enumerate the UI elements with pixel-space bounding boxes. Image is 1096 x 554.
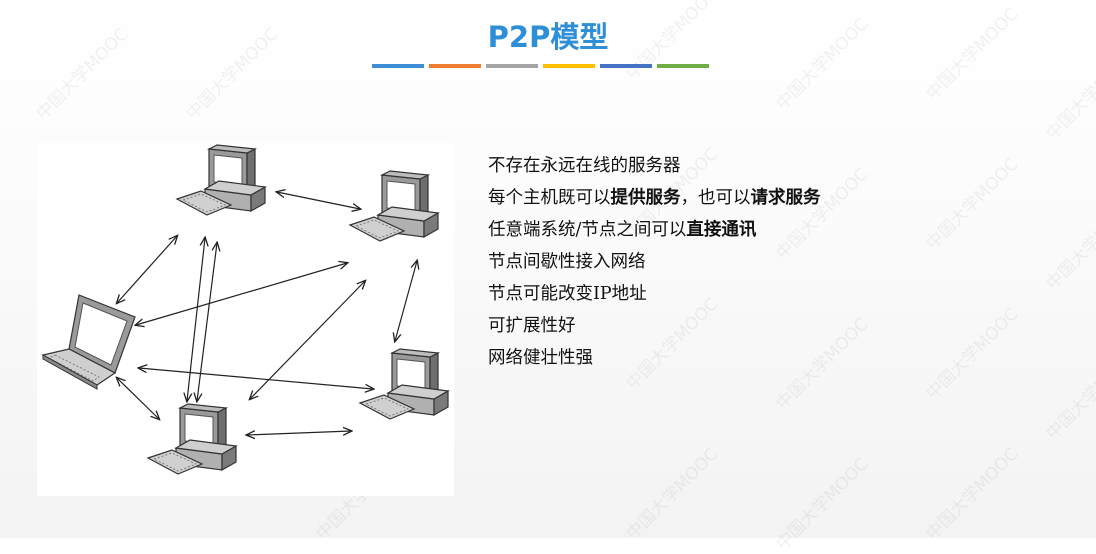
feature-text: 节点间歇性接入网络 <box>488 252 646 272</box>
desktop-computer-icon <box>148 404 236 474</box>
feature-emphasis: 请求服务 <box>751 188 821 208</box>
link-arrow <box>395 261 417 341</box>
p2p-network-diagram <box>37 143 454 496</box>
feature-text: 不存在永远在线的服务器 <box>488 156 681 176</box>
desktop-computer-icon <box>350 171 438 241</box>
desktop-computer-icon <box>177 145 265 215</box>
watermark-text: 中国大学MOOC <box>1039 341 1096 444</box>
link-arrow <box>139 368 373 389</box>
watermark-text: 中国大学MOOC <box>919 301 1022 404</box>
feature-text: 任意端系统/节点之间可以 <box>488 220 686 240</box>
page-title: P2P模型 <box>0 14 1096 56</box>
feature-item: 任意端系统/节点之间可以直接通讯 <box>488 214 821 246</box>
feature-text: 可扩展性好 <box>488 316 576 336</box>
watermark-text: 中国大学MOOC <box>1039 191 1096 294</box>
feature-text: 节点可能改变IP地址 <box>488 284 647 304</box>
feature-item: 可扩展性好 <box>488 310 821 342</box>
underline-bar <box>486 64 538 68</box>
watermark-text: 中国大学MOOC <box>1039 41 1096 144</box>
link-arrow <box>187 238 205 401</box>
underline-bar <box>600 64 652 68</box>
link-arrow <box>136 263 347 325</box>
link-arrow <box>250 281 365 399</box>
feature-item: 节点间歇性接入网络 <box>488 246 821 278</box>
feature-text: ，也可以 <box>681 188 751 208</box>
feature-item: 每个主机既可以提供服务，也可以请求服务 <box>488 182 821 214</box>
underline-bar <box>429 64 481 68</box>
feature-item: 节点可能改变IP地址 <box>488 278 821 310</box>
watermark-text: 中国大学MOOC <box>769 451 872 554</box>
feature-item: 网络健壮性强 <box>488 342 821 374</box>
title-underline-bars <box>372 64 714 68</box>
link-arrow <box>197 243 217 401</box>
link-arrow <box>277 192 360 209</box>
feature-text: 每个主机既可以 <box>488 188 611 208</box>
desktop-computer-icon <box>360 349 448 419</box>
diagram-canvas <box>37 143 454 496</box>
link-arrow <box>117 236 177 303</box>
feature-emphasis: 直接通讯 <box>686 220 756 240</box>
watermark-text: 中国大学MOOC <box>919 441 1022 544</box>
underline-bar <box>657 64 709 68</box>
link-arrow <box>117 378 159 419</box>
feature-text: 网络健壮性强 <box>488 348 593 368</box>
link-arrow <box>247 431 351 435</box>
watermark-text: 中国大学MOOC <box>919 151 1022 254</box>
watermark-text: 中国大学MOOC <box>619 441 722 544</box>
feature-item: 不存在永远在线的服务器 <box>488 150 821 182</box>
feature-list: 不存在永远在线的服务器 每个主机既可以提供服务，也可以请求服务 任意端系统/节点… <box>488 150 821 374</box>
feature-emphasis: 提供服务 <box>611 188 681 208</box>
laptop-icon <box>43 295 135 389</box>
underline-bar <box>372 64 424 68</box>
underline-bar <box>543 64 595 68</box>
